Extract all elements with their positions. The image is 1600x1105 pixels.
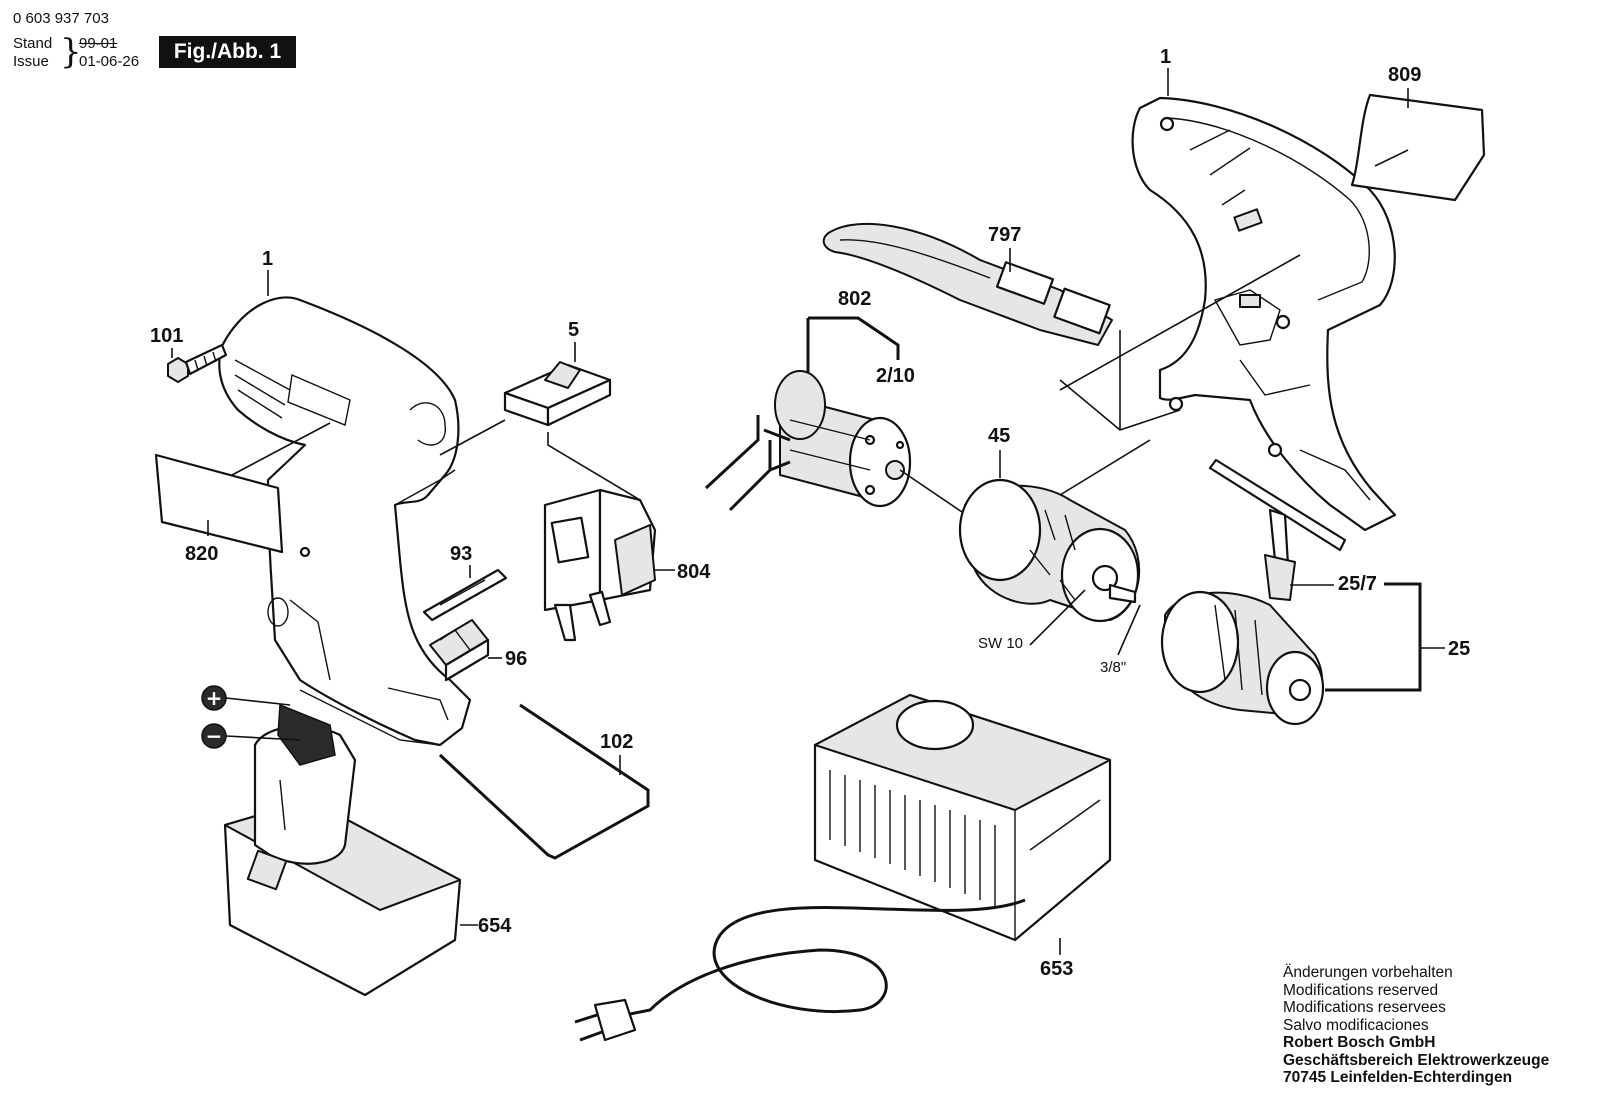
- footer-line-es: Salvo modificaciones: [1283, 1016, 1429, 1034]
- label-housing-right: 1: [1160, 46, 1171, 68]
- housing-right-half[interactable]: [1131, 96, 1397, 532]
- nameplate-right[interactable]: [1350, 93, 1486, 202]
- label-switch: 804: [677, 561, 711, 583]
- label-belt-clip: 797: [988, 224, 1021, 246]
- belt-clip[interactable]: [822, 222, 1113, 346]
- minus-terminal-icon: −: [206, 724, 223, 748]
- label-nameplate-right: 809: [1388, 64, 1421, 86]
- stand-label: Stand: [13, 35, 53, 52]
- nameplate-left[interactable]: [154, 453, 284, 554]
- label-chuck: 25: [1448, 638, 1470, 660]
- charger[interactable]: [813, 693, 1112, 942]
- housing-left-half[interactable]: [218, 296, 472, 747]
- label-motor-ref: 2/10: [876, 365, 915, 387]
- footer-line-de: Änderungen vorbehalten: [1283, 964, 1453, 981]
- label-nameplate-left: 820: [185, 543, 218, 565]
- motor[interactable]: [774, 370, 912, 508]
- label-wire-loop: 102: [600, 731, 633, 753]
- document-number: 0 603 937 703: [13, 10, 109, 27]
- footer-line-en: Modifications reserved: [1283, 981, 1439, 999]
- issue-label: Issue: [13, 53, 49, 70]
- issue-value: 01-06-26: [79, 53, 140, 70]
- direction-slider[interactable]: [503, 361, 612, 427]
- brace-icon: }: [60, 32, 82, 72]
- label-chuck-key: 25/7: [1338, 573, 1377, 595]
- label-battery: 654: [478, 915, 512, 937]
- plus-terminal-icon: +: [206, 686, 223, 710]
- stand-value-struck: 99-01: [79, 35, 118, 52]
- screwdriver-bit[interactable]: [422, 568, 508, 622]
- bit-holder[interactable]: [429, 619, 490, 682]
- footer-division: Geschäftsbereich Elektrowerkzeuge: [1283, 1051, 1550, 1069]
- label-screw: 101: [150, 325, 183, 347]
- footer-notice: Änderungen vorbehalten Modifications res…: [1283, 964, 1549, 1087]
- screw[interactable]: [167, 343, 228, 383]
- label-gearbox: 45: [988, 425, 1010, 447]
- chuck-key[interactable]: [1208, 458, 1347, 601]
- plug-icon: [574, 998, 637, 1042]
- wire-loop[interactable]: [438, 703, 650, 860]
- label-charger: 653: [1040, 958, 1073, 980]
- label-motor: 802: [838, 288, 871, 310]
- switch-module[interactable]: [543, 488, 657, 642]
- footer-address: 70745 Leinfelden-Echterdingen: [1283, 1069, 1513, 1086]
- footer-company: Robert Bosch GmbH: [1283, 1034, 1436, 1051]
- battery-pack[interactable]: [223, 703, 462, 997]
- drill-chuck[interactable]: [1160, 590, 1325, 726]
- label-bit: 93: [450, 543, 472, 565]
- label-slider: 5: [568, 319, 579, 341]
- footer-line-fr: Modifications reservees: [1283, 999, 1446, 1016]
- label-bit-holder: 96: [505, 648, 527, 670]
- label-housing-left: 1: [262, 248, 273, 270]
- thread-annotation: 3/8": [1100, 659, 1126, 676]
- figure-label: Fig./Abb. 1: [159, 36, 296, 68]
- wrench-size-annotation: SW 10: [978, 635, 1023, 652]
- gearbox[interactable]: [958, 478, 1141, 623]
